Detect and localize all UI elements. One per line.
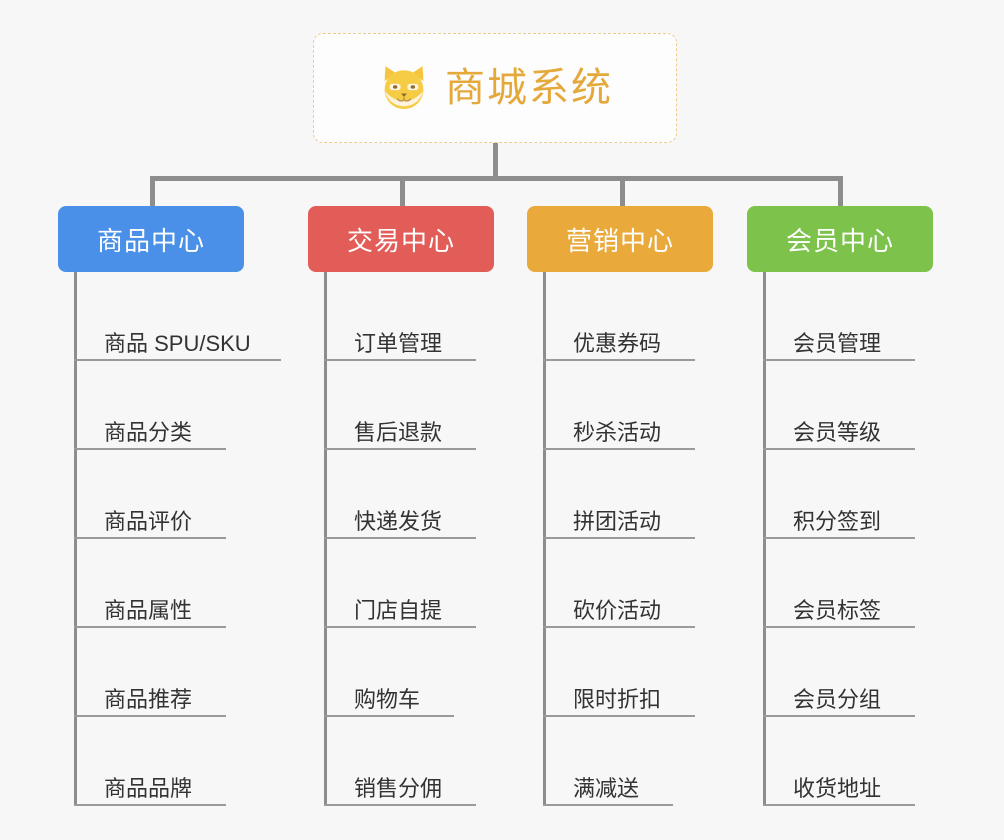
leaf-item[interactable]: 订单管理: [316, 272, 526, 361]
leaf-underline: [763, 804, 915, 806]
leaf-underline: [763, 715, 915, 717]
leaf-item[interactable]: 快递发货: [316, 450, 526, 539]
leaf-item[interactable]: 收货地址: [755, 717, 965, 806]
category-box-product-center[interactable]: 商品中心: [58, 206, 244, 272]
leaf-item[interactable]: 会员分组: [755, 628, 965, 717]
leaf-item[interactable]: 优惠券码: [535, 272, 745, 361]
leaf-item[interactable]: 商品属性: [66, 539, 276, 628]
leaf-item[interactable]: 砍价活动: [535, 539, 745, 628]
leaf-column-member-center: 会员管理会员等级积分签到会员标签会员分组收货地址: [755, 272, 965, 806]
leaf-underline: [324, 537, 476, 539]
leaf-label: 积分签到: [793, 508, 882, 534]
leaf-underline: [324, 448, 476, 450]
leaf-item[interactable]: 会员等级: [755, 361, 965, 450]
leaf-item[interactable]: 满减送: [535, 717, 745, 806]
leaf-label: 限时折扣: [573, 686, 662, 712]
leaf-label: 商品分类: [104, 419, 193, 445]
leaf-underline: [763, 359, 915, 361]
leaf-item[interactable]: 拼团活动: [535, 450, 745, 539]
leaf-underline: [763, 537, 915, 539]
leaf-label: 订单管理: [354, 330, 443, 356]
root-node[interactable]: 商城系统: [313, 33, 677, 143]
category-label: 商品中心: [96, 225, 205, 256]
leaf-label: 砍价活动: [573, 597, 662, 623]
connector-root-stem: [493, 143, 498, 179]
leaf-underline: [543, 804, 673, 806]
leaf-item[interactable]: 商品评价: [66, 450, 276, 539]
leaf-label: 快递发货: [354, 508, 443, 534]
connector-drop-3: [620, 176, 625, 208]
leaf-item[interactable]: 购物车: [316, 628, 526, 717]
leaf-underline: [543, 626, 695, 628]
leaf-item[interactable]: 积分签到: [755, 450, 965, 539]
leaf-label: 收货地址: [793, 775, 882, 801]
leaf-underline: [74, 359, 281, 361]
leaf-item[interactable]: 商品推荐: [66, 628, 276, 717]
leaf-label: 销售分佣: [354, 775, 443, 801]
column-spine: [543, 272, 546, 806]
category-label: 营销中心: [565, 225, 674, 256]
leaf-label: 商品 SPU/SKU: [104, 330, 251, 356]
leaf-underline: [74, 448, 226, 450]
column-spine: [763, 272, 766, 806]
leaf-item[interactable]: 售后退款: [316, 361, 526, 450]
leaf-underline: [763, 626, 915, 628]
leaf-underline: [74, 804, 226, 806]
category-label: 交易中心: [346, 225, 455, 256]
leaf-label: 购物车: [354, 686, 421, 712]
leaf-label: 会员标签: [793, 597, 882, 623]
leaf-label: 商品属性: [104, 597, 193, 623]
leaf-item[interactable]: 商品分类: [66, 361, 276, 450]
leaf-underline: [74, 537, 226, 539]
leaf-item[interactable]: 商品 SPU/SKU: [66, 272, 281, 361]
leaf-underline: [543, 448, 695, 450]
leaf-item[interactable]: 销售分佣: [316, 717, 526, 806]
connector-drop-1: [150, 176, 155, 208]
connector-drop-2: [400, 176, 405, 208]
column-spine: [74, 272, 77, 806]
leaf-column-trade-center: 订单管理售后退款快递发货门店自提购物车销售分佣: [316, 272, 526, 806]
leaf-underline: [324, 804, 476, 806]
leaf-column-product-center: 商品 SPU/SKU 商品分类商品评价商品属性商品推荐商品品牌: [66, 272, 281, 806]
leaf-underline: [763, 448, 915, 450]
shiba-dog-face-icon: [384, 66, 424, 110]
leaf-underline: [543, 359, 695, 361]
leaf-underline: [324, 626, 476, 628]
root-title: 商城系统: [445, 66, 613, 110]
leaf-label: 秒杀活动: [573, 419, 662, 445]
leaf-label: 会员分组: [793, 686, 882, 712]
category-box-marketing-center[interactable]: 营销中心: [527, 206, 713, 272]
connector-bus: [150, 176, 840, 181]
leaf-underline: [74, 626, 226, 628]
leaf-label: 商品推荐: [104, 686, 193, 712]
leaf-label: 售后退款: [354, 419, 443, 445]
leaf-underline: [543, 715, 695, 717]
leaf-label: 商品品牌: [104, 775, 193, 801]
leaf-underline: [324, 359, 476, 361]
category-label: 会员中心: [785, 225, 894, 256]
category-box-trade-center[interactable]: 交易中心: [308, 206, 494, 272]
leaf-underline: [543, 537, 695, 539]
leaf-label: 满减送: [573, 775, 640, 801]
leaf-label: 门店自提: [354, 597, 443, 623]
leaf-label: 拼团活动: [573, 508, 662, 534]
leaf-label: 会员等级: [793, 419, 882, 445]
leaf-underline: [324, 715, 454, 717]
leaf-item[interactable]: 商品品牌: [66, 717, 276, 806]
column-spine: [324, 272, 327, 806]
leaf-underline: [74, 715, 226, 717]
leaf-item[interactable]: 会员标签: [755, 539, 965, 628]
leaf-item[interactable]: 秒杀活动: [535, 361, 745, 450]
leaf-item[interactable]: 会员管理: [755, 272, 965, 361]
leaf-item[interactable]: 限时折扣: [535, 628, 745, 717]
connector-drop-4: [838, 176, 843, 208]
leaf-item[interactable]: 门店自提: [316, 539, 526, 628]
leaf-label: 优惠券码: [573, 330, 662, 356]
leaf-label: 会员管理: [793, 330, 882, 356]
category-box-member-center[interactable]: 会员中心: [747, 206, 933, 272]
leaf-column-marketing-center: 优惠券码秒杀活动拼团活动砍价活动限时折扣满减送: [535, 272, 745, 806]
leaf-label: 商品评价: [104, 508, 193, 534]
